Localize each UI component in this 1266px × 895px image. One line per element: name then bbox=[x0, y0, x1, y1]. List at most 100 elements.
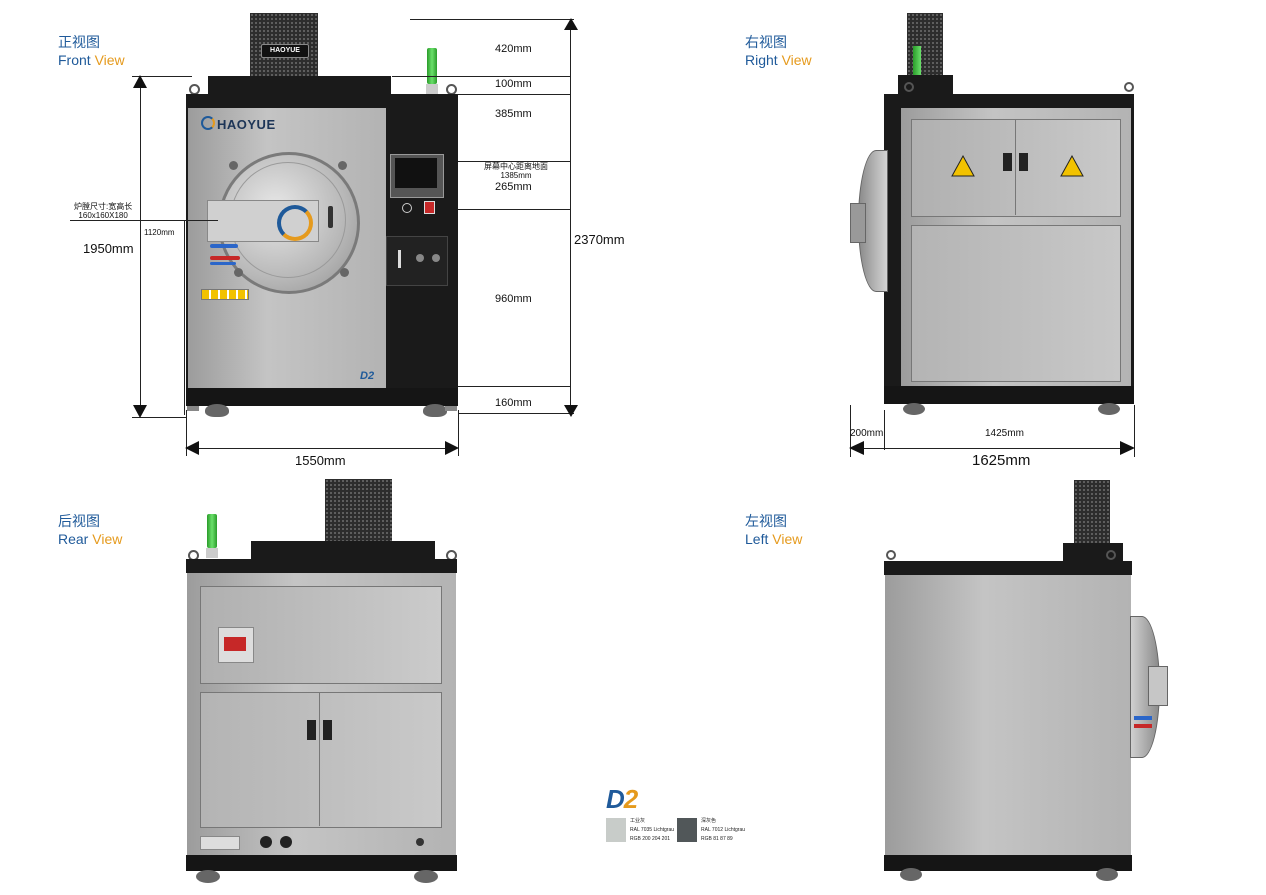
lifting-eye-icon bbox=[886, 550, 896, 560]
dim-height-1950: 1950mm bbox=[83, 241, 134, 256]
depth-1625-arrows bbox=[849, 441, 1135, 455]
water-hose-red bbox=[210, 256, 240, 260]
left-view-title-cn: 左视图 bbox=[745, 513, 787, 529]
dim-1120: 1120mm bbox=[144, 228, 175, 237]
front-brand-logo: HAOYUE bbox=[201, 116, 276, 132]
dim-width-1550: 1550mm bbox=[295, 453, 346, 468]
knob-icon[interactable] bbox=[432, 254, 440, 262]
rear-base bbox=[186, 855, 457, 871]
dim-200: 200mm bbox=[850, 428, 884, 439]
left-side-panel bbox=[885, 575, 1131, 855]
dim-960: 960mm bbox=[495, 293, 532, 305]
rear-connector-ports bbox=[200, 836, 240, 850]
door-hinge-side bbox=[1148, 666, 1168, 706]
status-light-base bbox=[206, 548, 218, 558]
dim-1425: 1425mm bbox=[985, 428, 1024, 439]
caster-wheel-icon bbox=[414, 870, 438, 883]
swatch1-rgb: RGB 200 204 201 bbox=[630, 836, 671, 842]
caster-wheel-icon bbox=[1098, 403, 1120, 415]
swatch-light-grey bbox=[606, 818, 626, 842]
front-top-block bbox=[208, 76, 391, 96]
switch-icon[interactable] bbox=[398, 250, 401, 268]
leveling-foot bbox=[445, 406, 457, 411]
status-light-base bbox=[426, 84, 438, 94]
status-light-icon bbox=[913, 46, 921, 76]
door-logo-icon bbox=[277, 205, 313, 241]
dim-1625: 1625mm bbox=[972, 452, 1031, 469]
water-hose-red bbox=[1134, 724, 1152, 728]
water-hose-blue bbox=[210, 244, 238, 248]
rear-view-title-cn: 后视图 bbox=[58, 513, 100, 529]
swatch2-ral: RAL 7012 Lichtgrau bbox=[701, 827, 746, 833]
status-light-icon bbox=[207, 514, 217, 548]
ground-port-icon bbox=[416, 838, 424, 846]
rear-top-block bbox=[251, 541, 435, 561]
right-base bbox=[884, 386, 1134, 404]
left-exhaust-stack bbox=[1074, 480, 1110, 544]
knob-icon[interactable] bbox=[416, 254, 424, 262]
dim-total-height: 2370mm bbox=[574, 232, 625, 247]
swatch-dark-grey bbox=[677, 818, 697, 842]
right-upper-cabinet bbox=[911, 119, 1121, 217]
rear-exhaust-stack bbox=[325, 479, 392, 543]
cabinet-handle[interactable] bbox=[1003, 153, 1012, 171]
status-light-icon bbox=[427, 48, 437, 84]
right-lower-cabinet bbox=[911, 225, 1121, 382]
door-bolt-icon bbox=[340, 268, 349, 277]
high-voltage-warning-icon bbox=[951, 155, 975, 177]
swatch2-rgb: RGB 81 87 89 bbox=[701, 836, 733, 842]
touch-screen-display bbox=[395, 158, 437, 188]
brand-logo-icon bbox=[201, 116, 215, 130]
water-hose-blue bbox=[1134, 716, 1152, 720]
dim-160: 160mm bbox=[495, 397, 532, 409]
front-view-title-en: Front View bbox=[58, 52, 125, 68]
caster-wheel-icon bbox=[205, 404, 229, 417]
high-voltage-warning-icon bbox=[1060, 155, 1084, 177]
swatch1-ral: RAL 7035 Lichtgrau bbox=[630, 827, 675, 833]
front-view-title-cn: 正视图 bbox=[58, 34, 100, 50]
power-switch-handle[interactable] bbox=[224, 637, 246, 651]
caster-wheel-icon bbox=[900, 868, 922, 881]
dim-385: 385mm bbox=[495, 108, 532, 120]
rear-top-frame bbox=[186, 559, 457, 573]
pipe-port-icon bbox=[280, 836, 292, 848]
dim-265: 265mm bbox=[495, 181, 532, 193]
door-bolt-icon bbox=[338, 161, 347, 170]
lifting-eye-icon bbox=[904, 82, 914, 92]
dim-420: 420mm bbox=[495, 43, 532, 55]
caster-wheel-icon bbox=[423, 404, 447, 417]
rear-lower-cabinet bbox=[200, 692, 442, 828]
water-hose-blue bbox=[210, 262, 236, 265]
power-key-icon[interactable] bbox=[402, 203, 412, 213]
lifting-eye-icon bbox=[1124, 82, 1134, 92]
warning-labels bbox=[201, 289, 249, 300]
pipe-port-icon bbox=[260, 836, 272, 848]
width-1550-arrows bbox=[185, 441, 459, 455]
height-1950-arrows bbox=[133, 75, 147, 418]
left-view-title-en: Left View bbox=[745, 531, 803, 547]
door-hinge-side bbox=[850, 203, 866, 243]
left-top-frame bbox=[884, 561, 1132, 575]
leveling-foot bbox=[187, 406, 199, 411]
front-base bbox=[186, 388, 458, 406]
lifting-eye-icon bbox=[1106, 550, 1116, 560]
right-view-title-en: Right View bbox=[745, 52, 812, 68]
rear-view-title-en: Rear View bbox=[58, 531, 123, 547]
cabinet-handle[interactable] bbox=[1019, 153, 1028, 171]
swatch2-cn: 深灰色 bbox=[701, 818, 717, 824]
total-height-arrows bbox=[564, 18, 578, 417]
swatch1-cn: 工业灰 bbox=[630, 818, 646, 824]
caster-wheel-icon bbox=[903, 403, 925, 415]
cabinet-handle[interactable] bbox=[307, 720, 316, 740]
door-bolt-icon bbox=[234, 268, 243, 277]
front-model-badge: D2 bbox=[360, 370, 375, 382]
caster-wheel-icon bbox=[196, 870, 220, 883]
cabinet-handle[interactable] bbox=[323, 720, 332, 740]
emergency-stop-button[interactable] bbox=[424, 201, 435, 214]
legend-model-logo: D2 bbox=[606, 784, 638, 814]
caster-wheel-icon bbox=[1096, 868, 1118, 881]
door-handle[interactable] bbox=[328, 206, 333, 228]
left-base bbox=[884, 855, 1132, 871]
